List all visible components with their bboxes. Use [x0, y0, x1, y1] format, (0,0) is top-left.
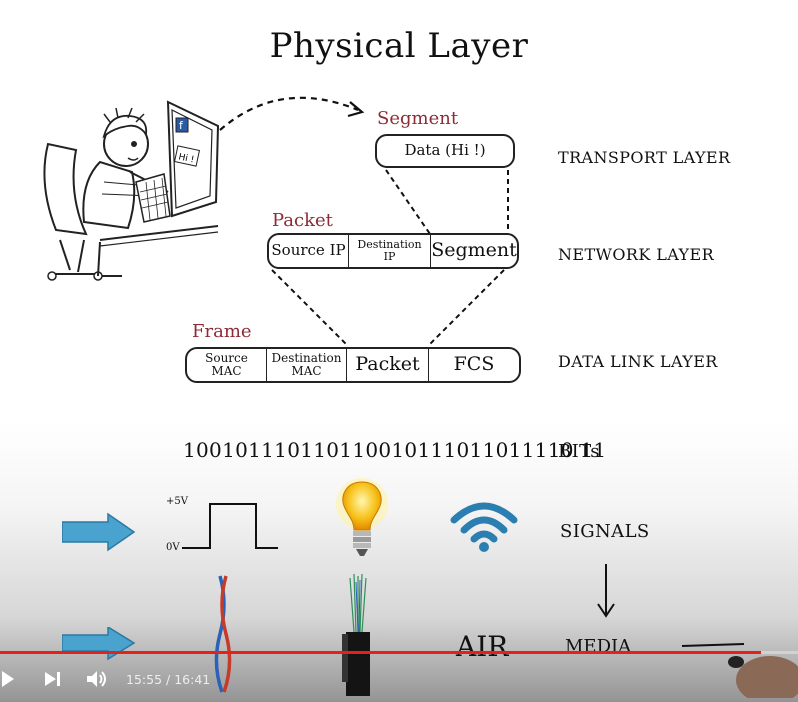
- arrow-icon: [62, 512, 136, 552]
- current-time: 15:55: [126, 671, 163, 687]
- time-separator: /: [162, 671, 175, 687]
- presenter-hand: [728, 656, 798, 698]
- frame-label: Frame: [192, 321, 252, 342]
- copper-wire-icon: [214, 575, 232, 693]
- slide-title: Physical Layer: [269, 26, 529, 66]
- light-bulb-icon: [336, 478, 388, 556]
- packet-destination-ip: Destination IP: [349, 235, 431, 267]
- signal-high-label: +5V: [166, 496, 188, 507]
- square-wave-signal: [182, 503, 278, 549]
- source-mac-line1: Source: [205, 351, 248, 366]
- frame-fcs: FCS: [453, 353, 495, 376]
- bit-string: 100101110110110010111011011110 11: [183, 438, 607, 462]
- destination-ip-line1: Destination: [357, 238, 422, 252]
- signals-label: SIGNALS: [560, 521, 650, 542]
- screen-message: Hi !: [178, 152, 195, 165]
- segment-label: Segment: [377, 108, 459, 129]
- fiber-optic-cable-icon: [342, 573, 370, 696]
- packet-box: Source IP Destination IP Segment: [267, 233, 519, 269]
- frame-source-mac: Source MAC: [187, 349, 267, 381]
- datalink-layer-label: DATA LINK LAYER: [558, 352, 718, 371]
- volume-button[interactable]: [82, 662, 112, 696]
- person-at-computer-illustration: f Hi !: [43, 100, 220, 281]
- facebook-letter: f: [179, 119, 184, 132]
- facebook-icon: [175, 117, 189, 133]
- segment-box: Data (Hi !): [375, 134, 515, 168]
- segment-data: Data (Hi !): [404, 141, 486, 160]
- play-button[interactable]: [0, 662, 18, 696]
- pen-stroke: [681, 643, 745, 647]
- signal-low-label: 0V: [166, 542, 180, 553]
- transport-layer-label: TRANSPORT LAYER: [558, 148, 731, 167]
- next-button[interactable]: [38, 662, 68, 696]
- frame-destination-mac: Destination MAC: [267, 349, 347, 381]
- transmission-arc: [219, 96, 365, 131]
- source-mac-line2: MAC: [211, 364, 242, 378]
- packet-segment: Segment: [431, 239, 517, 262]
- next-icon: [45, 672, 60, 686]
- destination-ip-line2: IP: [383, 250, 396, 263]
- packet-label: Packet: [272, 210, 333, 231]
- encapsulation-connectors: [271, 169, 509, 345]
- frame-packet: Packet: [347, 349, 429, 381]
- dest-mac-line2: MAC: [291, 364, 322, 378]
- frame-box: Source MAC Destination MAC Packet FCS: [185, 347, 521, 383]
- packet-source-ip: Source IP: [269, 235, 349, 267]
- arrow-icon: [62, 627, 136, 661]
- air-label: AIR: [456, 630, 509, 663]
- duration: 16:41: [174, 671, 211, 687]
- play-icon: [2, 671, 14, 687]
- player-controls: 15:55 / 16:41: [0, 662, 798, 696]
- volume-icon: [87, 671, 106, 687]
- dest-mac-line1: Destination: [271, 351, 342, 366]
- progress-played[interactable]: [0, 651, 762, 654]
- down-arrow-icon: [597, 564, 615, 618]
- bits-label: BITs: [558, 441, 600, 462]
- time-display: 15:55 / 16:41: [126, 672, 210, 687]
- wifi-icon: [450, 502, 518, 552]
- network-layer-label: NETWORK LAYER: [558, 245, 715, 264]
